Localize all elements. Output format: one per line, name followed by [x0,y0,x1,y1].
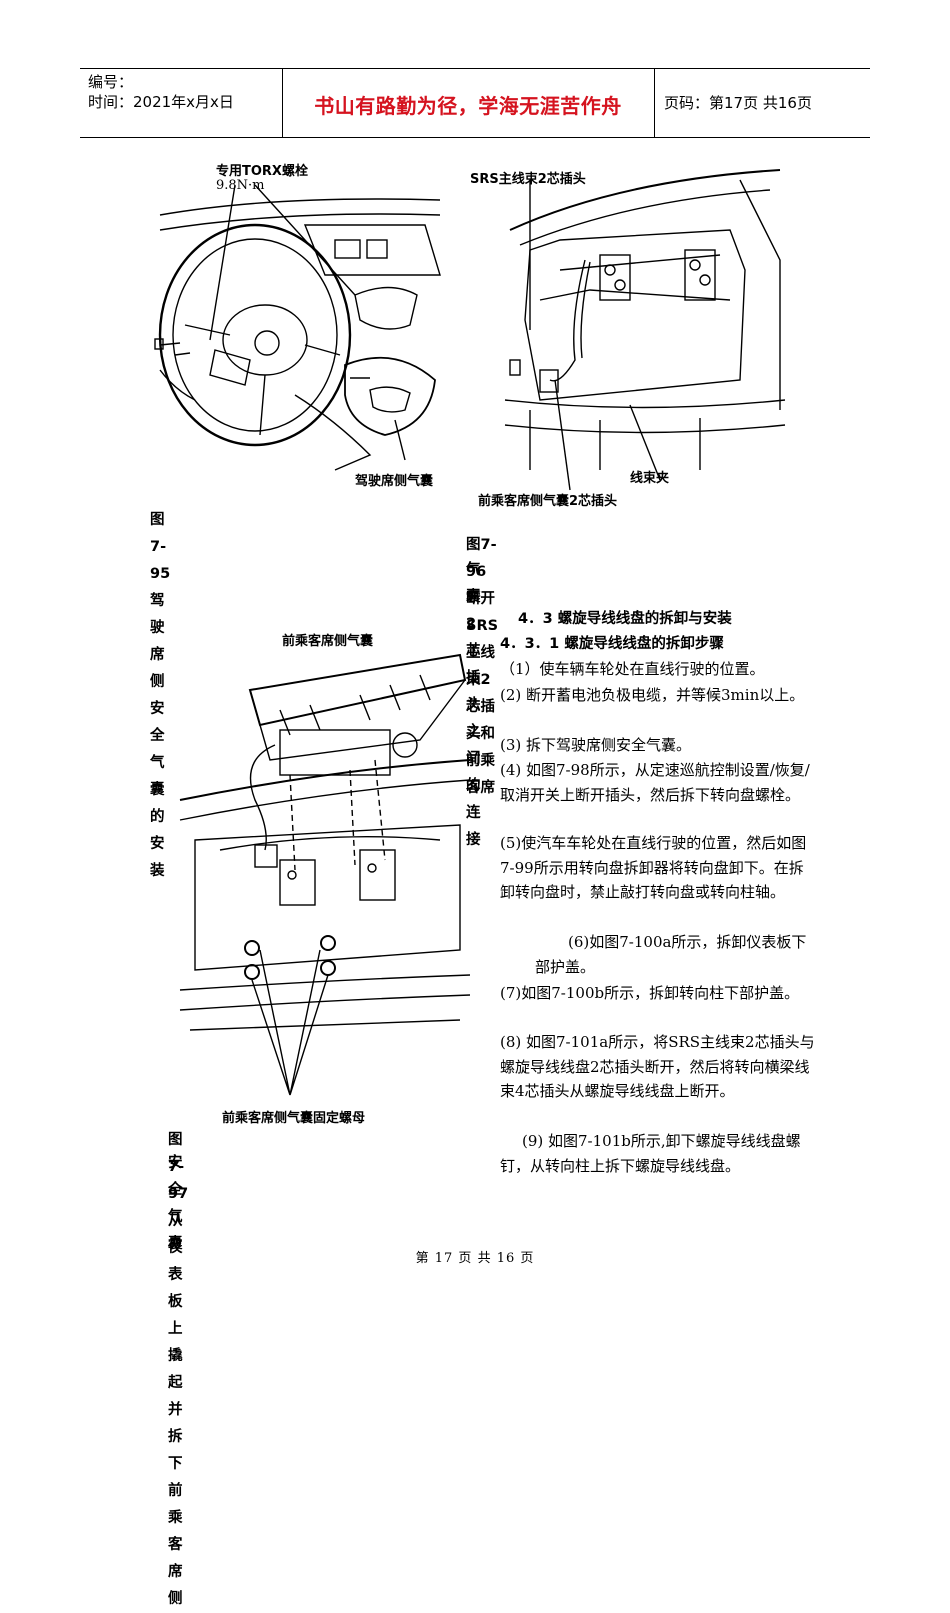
fig97-top-label: 前乘客席侧气囊 [282,634,374,649]
step-4: (4) 如图7-98所示，从定速巡航控制设置/恢复/取消开关上断开插头，然后拆下… [500,761,810,804]
fig97-caption-line2: 安全气囊 [168,1155,183,1252]
header-meta-cell: 编号： 时间：2021年x月x日 [80,69,283,137]
steering-wheel-illustration [154,184,441,471]
step-6: (6)如图7-100a所示，拆卸仪表板下部护盖。 [535,933,807,976]
step-1: （1）使车辆车轮处在直线行驶的位置。 [500,660,765,678]
fig95-torque-label: 9.8N·m [216,178,265,193]
passenger-airbag-illustration [179,653,471,1096]
step-5: (5)使汽车车轮处在直线行驶的位置，然后如图7-99所示用转向盘拆卸器将转向盘卸… [500,834,807,901]
step-8: (8) 如图7-101a所示，将SRS主线束2芯插头与螺旋导线线盘2芯插头断开，… [500,1033,815,1100]
section-heading-4-3-1: 4．3．1 螺旋导线线盘的拆卸步骤 [500,636,724,652]
section-heading-4-3: 4．3 螺旋导线线盘的拆卸与安装 [518,611,732,627]
step-9: (9) 如图7-101b所示,卸下螺旋导线线盘螺钉，从转向柱上拆下螺旋导线线盘。 [500,1132,801,1175]
srs-connector-illustration [504,169,786,491]
fig97-nut-label: 前乘客席侧气囊固定螺母 [222,1111,366,1126]
page-footer: 第 17 页 共 16 页 [415,1251,535,1266]
fig96-clip-label: 线束夹 [630,471,670,486]
fig95-caption: 图7-95 驾驶席侧安全气囊的安装 [150,512,171,879]
date-line: 时间：2021年x月x日 [88,93,234,111]
fig95-bolt-label: 专用TORX螺栓 [216,164,308,179]
step-3: (3) 拆下驾驶席侧安全气囊。 [500,736,692,754]
header-motto-cell: 书山有路勤为径，学海无涯苦作舟 [282,69,655,137]
step-2: (2) 断开蓄电池负极电缆，并等候3min以上。 [500,686,805,704]
serial-label: 编号： [88,73,134,91]
step-7: (7)如图7-100b所示，拆卸转向柱下部护盖。 [500,984,800,1002]
fig95-airbag-label: 驾驶席侧气囊 [355,474,434,489]
header-page-cell: 页码：第17页 共16页 [654,69,870,137]
page-header: 编号： 时间：2021年x月x日 书山有路勤为径，学海无涯苦作舟 页码：第17页… [80,68,870,138]
page-info: 页码：第17页 共16页 [664,94,812,112]
fig96-passenger-connector-label: 前乘客席侧气囊2芯插头 [478,494,618,509]
motto: 书山有路勤为径，学海无涯苦作舟 [314,94,622,118]
fig96-caption-line2: 气囊2芯插头之间的连接 [466,562,481,848]
fig96-connector-label: SRS主线束2芯插头 [470,172,586,187]
fig96-caption-line1: 图7-96 断开SRS主线束2芯插头和前乘客席 [466,537,499,796]
